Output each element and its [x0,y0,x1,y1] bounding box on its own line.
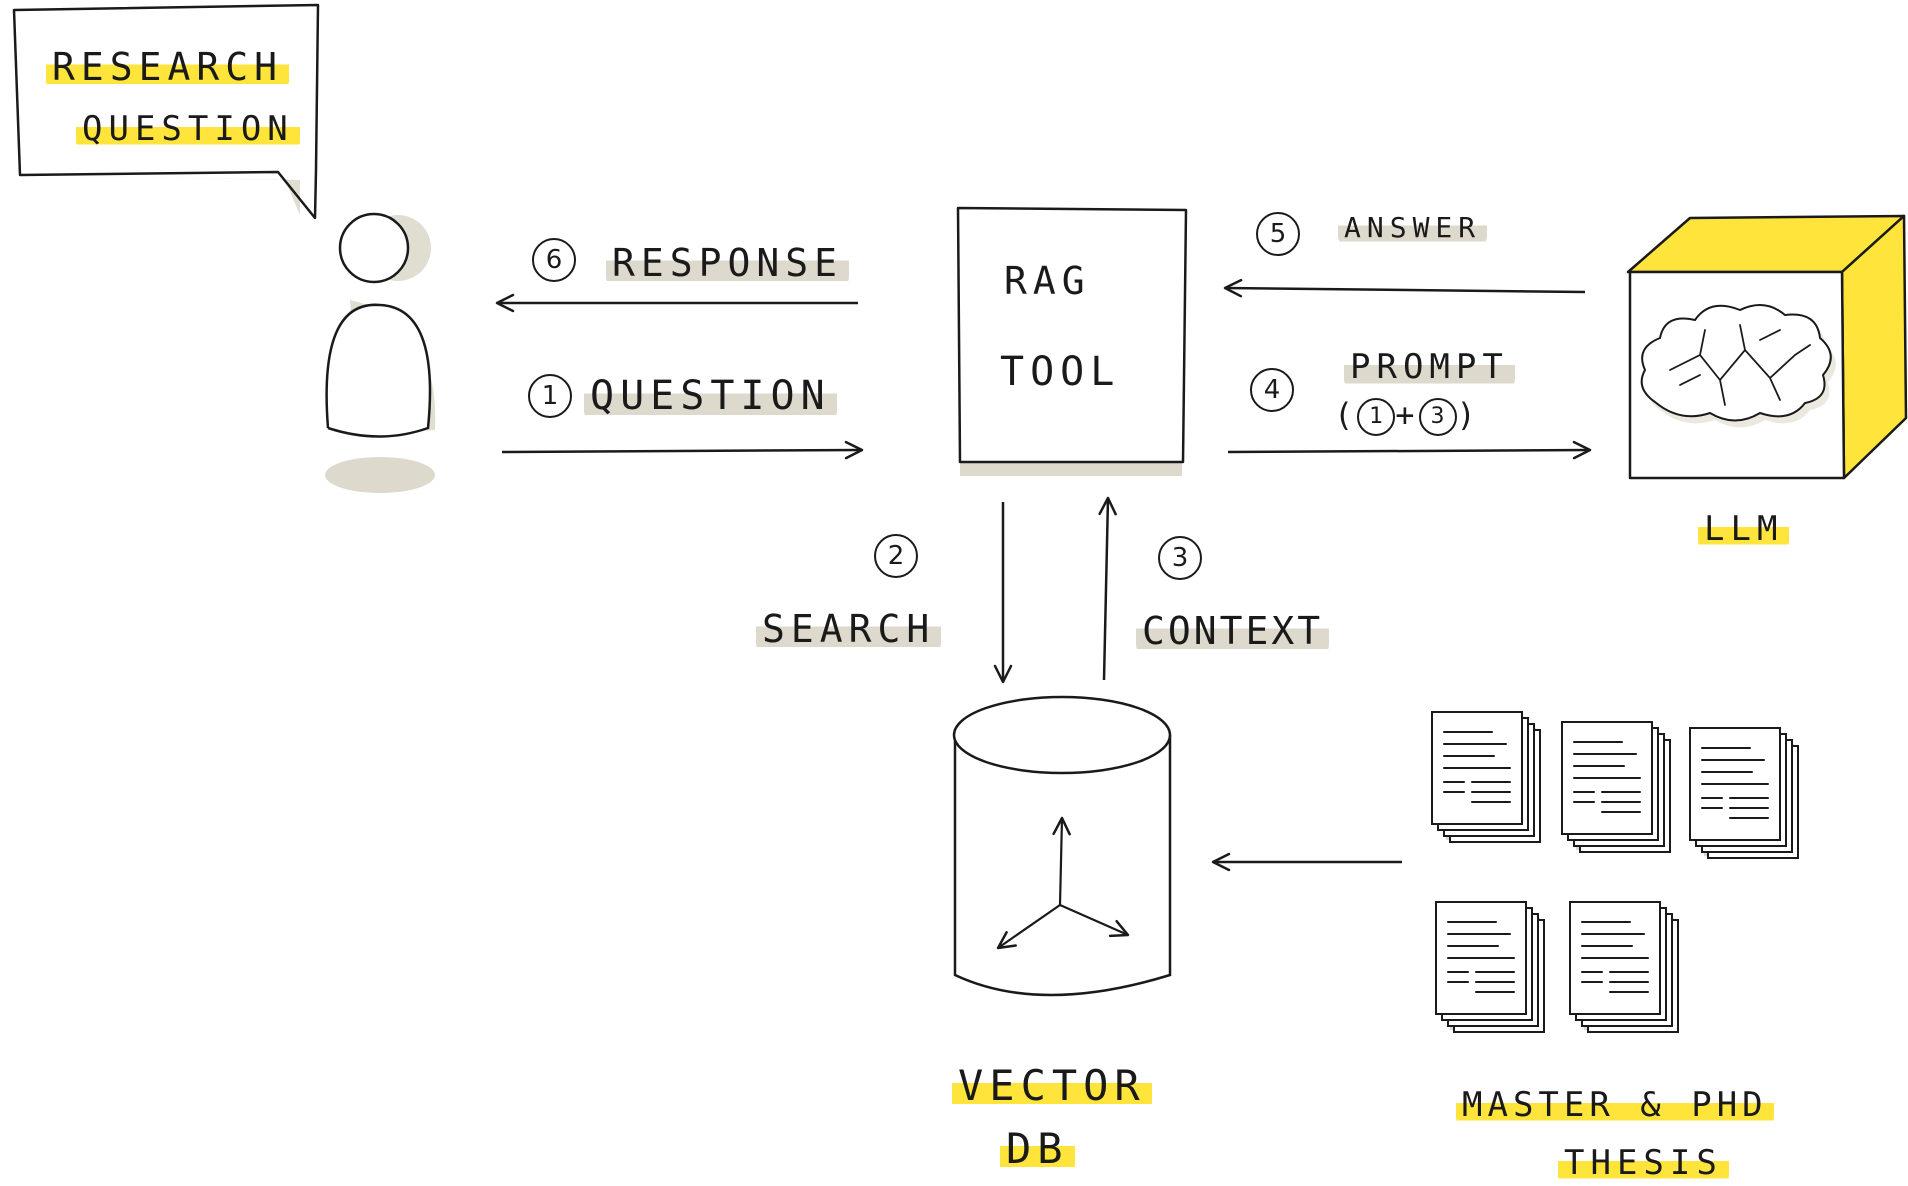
speech-bubble [12,3,320,220]
vector-db-cylinder [952,695,1172,997]
llm-cube [1626,214,1908,480]
prompt-formula: (1+3) [1334,396,1480,436]
arrow-answer [1223,278,1586,298]
search-label: SEARCH [756,605,942,653]
person-icon [325,212,436,493]
thesis-line-1: MASTER & PHD [1456,1083,1774,1127]
llm-label: LLM [1698,507,1790,551]
thesis-line-2: THESIS [1558,1141,1729,1185]
step-3-marker: 3 [1158,536,1202,580]
context-label: CONTEXT [1136,607,1330,655]
step-2-marker: 2 [874,534,918,578]
prompt-ref-3: 3 [1418,398,1457,436]
prompt-label: PROMPT [1344,345,1515,389]
response-label: RESPONSE [606,239,850,287]
rag-tool-box [956,206,1188,476]
axes-icon [996,816,1130,950]
step-5-marker: 5 [1256,212,1300,256]
vector-db-line-1: VECTOR [952,1059,1152,1112]
answer-label: ANSWER [1338,209,1488,246]
speech-line-2: QUESTION [76,107,300,151]
thesis-documents [1431,711,1799,1033]
speech-line-1: RESEARCH [46,43,290,91]
document-stack-icon [1689,727,1799,859]
step-1-marker: 1 [528,374,572,418]
rag-tool-line-1: RAG [1004,259,1091,303]
step-4-marker: 4 [1250,368,1294,412]
brain-icon [1640,304,1836,428]
document-stack-icon [1561,721,1671,853]
rag-tool-line-2: TOOL [1000,349,1121,395]
document-stack-icon [1569,901,1679,1033]
document-stack-icon [1435,901,1545,1033]
prompt-ref-1: 1 [1357,398,1396,436]
arrow-prompt [1227,440,1592,460]
flow-arrows [495,278,1592,872]
arrow-question [501,440,864,460]
vector-db-line-2: DB [1000,1122,1075,1175]
question-label: QUESTION [584,371,837,421]
step-6-marker: 6 [532,238,576,282]
document-stack-icon [1431,711,1541,843]
arrow-context [1098,496,1117,681]
